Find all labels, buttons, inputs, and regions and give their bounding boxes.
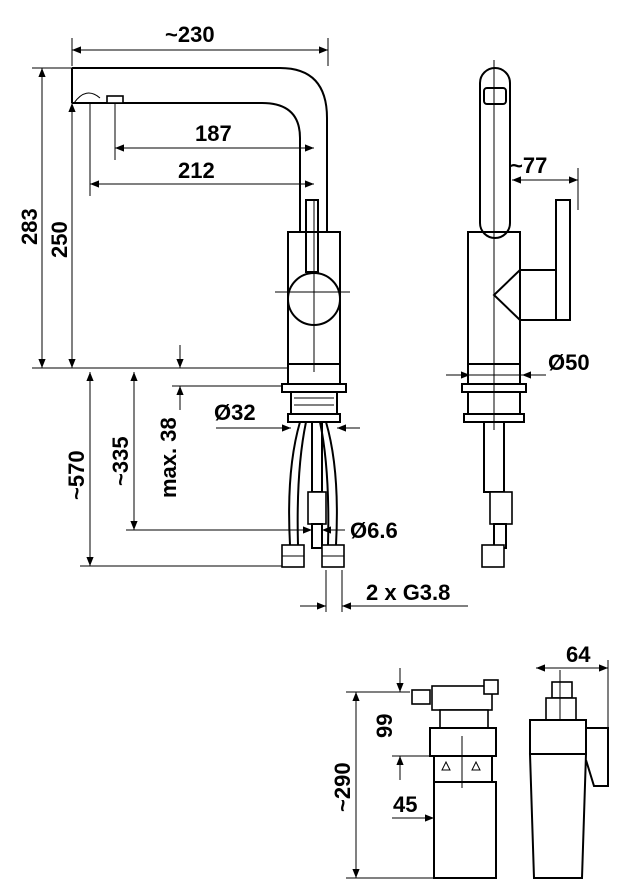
faucet-side-view	[461, 60, 571, 568]
label-filter-height: ~290	[330, 762, 355, 812]
label-spout-reach-inner: 187	[195, 121, 232, 146]
label-side-offset: ~77	[510, 153, 547, 178]
label-spout-reach-outer: 212	[178, 158, 215, 183]
label-height-total: 283	[17, 208, 42, 245]
label-shank-length: ~335	[108, 436, 133, 486]
label-filter-offset: 45	[393, 792, 417, 817]
filter-side-view	[528, 670, 609, 879]
label-pipe-diameter: Ø6.6	[350, 518, 398, 543]
label-height-outlet: 250	[47, 221, 72, 258]
label-max-thickness: max. 38	[156, 417, 181, 498]
dimension-labels: ~230 187 212 283 250 ~77 Ø50 ~570 ~335 m…	[17, 22, 591, 817]
label-base-diameter: Ø50	[548, 350, 590, 375]
label-width-total: ~230	[165, 22, 215, 47]
label-shank-diameter: Ø32	[214, 400, 256, 425]
label-connections: 2 x G3.8	[366, 580, 450, 605]
label-hose-length: ~570	[64, 450, 89, 500]
label-filter-head: 99	[372, 714, 397, 738]
dimension-lines	[32, 38, 609, 879]
label-filter-width: 64	[566, 642, 591, 667]
filter-front-view	[411, 679, 499, 879]
